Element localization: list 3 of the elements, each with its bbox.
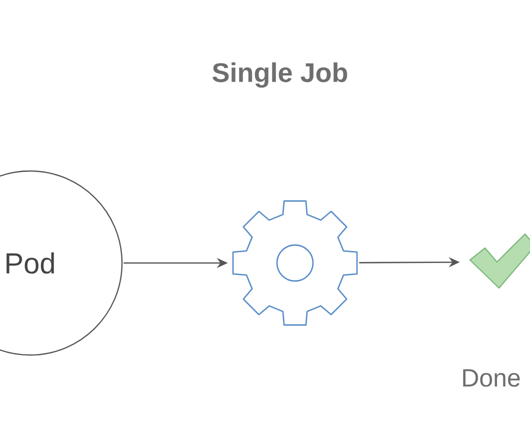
- node-label: Done: [463, 369, 520, 387]
- gear-icon: [232, 200, 358, 326]
- title: Single Job: [212, 62, 348, 88]
